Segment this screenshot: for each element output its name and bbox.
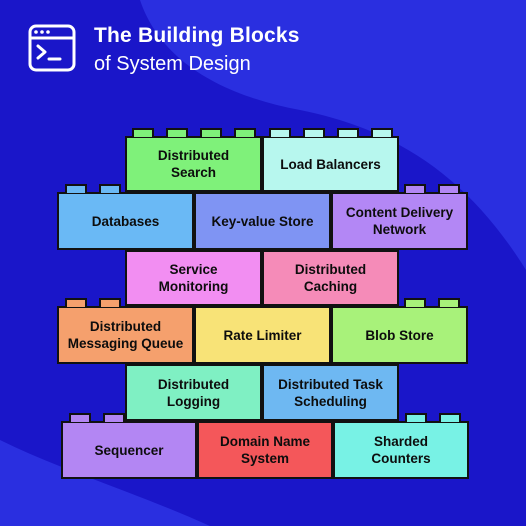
brick-stud [439, 413, 461, 422]
brick-label: Distributed Caching [294, 262, 367, 294]
brick-label: Distributed Task Scheduling [278, 376, 383, 409]
brick-label: Key-value Store [211, 213, 314, 229]
brick-stud [370, 128, 393, 137]
brick-label: Sharded Counters [371, 434, 431, 466]
building-block-brick: Distributed Search [125, 136, 262, 192]
brick-stud [99, 184, 121, 193]
building-block-brick: Blob Store [331, 306, 468, 364]
building-block-brick: Sharded Counters [333, 421, 469, 479]
brick-stud [199, 128, 222, 137]
brick-label: Load Balancers [280, 156, 381, 172]
brick-label: Sequencer [94, 442, 164, 458]
brick-stud [99, 298, 121, 307]
brick-label: Distributed Search [157, 148, 230, 180]
brick-stud [65, 184, 87, 193]
brick-label: Domain Name System [219, 434, 311, 466]
building-block-brick: Distributed Task Scheduling [262, 364, 399, 421]
brick-stud [404, 298, 426, 307]
building-block-brick: Distributed Logging [125, 364, 262, 421]
building-block-brick: Distributed Messaging Queue [57, 306, 194, 364]
brick-stud [65, 298, 87, 307]
building-block-brick: Distributed Caching [262, 250, 399, 306]
brick-label: Databases [91, 213, 160, 229]
brick-stud [165, 128, 188, 137]
building-block-brick: Sequencer [61, 421, 197, 479]
brick-stud [131, 128, 154, 137]
brick-stud [438, 298, 460, 307]
terminal-window-icon [28, 24, 76, 72]
brick-stud [233, 128, 256, 137]
brick-stud [405, 413, 427, 422]
building-block-brick: Key-value Store [194, 192, 331, 250]
building-block-brick: Databases [57, 192, 194, 250]
brick-label: Service Monitoring [158, 262, 229, 294]
brick-stud [103, 413, 125, 422]
building-block-brick: Domain Name System [197, 421, 333, 479]
page-subtitle: of System Design [94, 53, 251, 75]
building-block-brick: Load Balancers [262, 136, 399, 192]
brick-stud [336, 128, 359, 137]
brick-label: Rate Limiter [223, 327, 302, 343]
brick-stud [438, 184, 460, 193]
brick-label: Blob Store [365, 327, 434, 343]
brick-label: Distributed Messaging Queue [67, 319, 184, 351]
page-title: The Building Blocks [94, 24, 300, 47]
brick-label: Distributed Logging [157, 376, 230, 409]
building-block-brick: Service Monitoring [125, 250, 262, 306]
building-block-brick: Rate Limiter [194, 306, 331, 364]
brick-stud [268, 128, 291, 137]
brick-stud [69, 413, 91, 422]
brick-stud [302, 128, 325, 137]
building-block-brick: Content Delivery Network [331, 192, 468, 250]
brick-stud [404, 184, 426, 193]
brick-label: Content Delivery Network [345, 205, 454, 237]
